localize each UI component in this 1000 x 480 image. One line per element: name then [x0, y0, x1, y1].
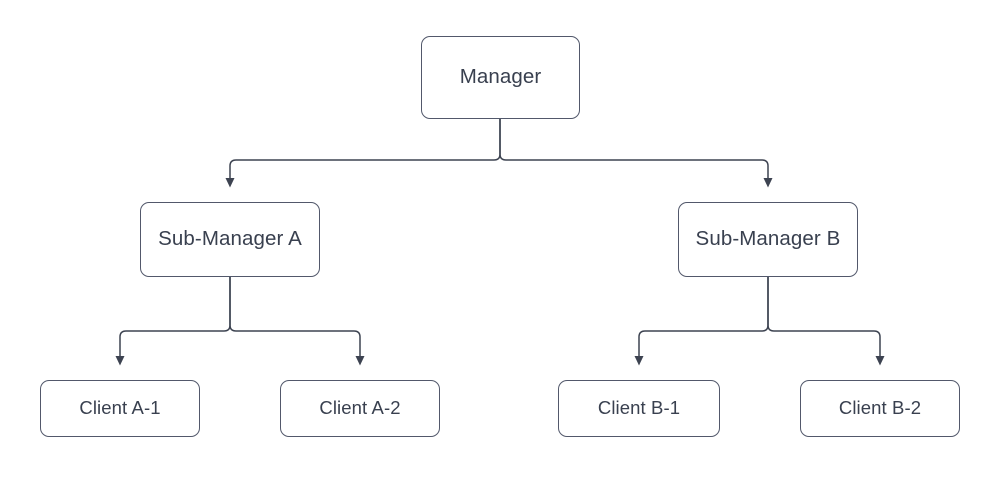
node-client-a2-label: Client A-2	[319, 397, 401, 419]
node-sub-manager-b[interactable]: Sub-Manager B	[678, 202, 858, 277]
node-manager[interactable]: Manager	[421, 36, 580, 119]
edge-manager-to-sub-a	[225, 119, 501, 188]
edge-sub-a-to-client-a1	[115, 277, 231, 366]
edge-sub-a-to-client-a2	[229, 277, 365, 366]
node-client-a1[interactable]: Client A-1	[40, 380, 200, 437]
node-client-a1-label: Client A-1	[79, 397, 161, 419]
node-sub-manager-a[interactable]: Sub-Manager A	[140, 202, 320, 277]
node-client-b2[interactable]: Client B-2	[800, 380, 960, 437]
node-sub-manager-b-label: Sub-Manager B	[695, 227, 841, 251]
node-client-b1[interactable]: Client B-1	[558, 380, 720, 437]
node-client-b1-label: Client B-1	[597, 397, 681, 419]
node-manager-label: Manager	[459, 65, 542, 89]
node-client-a2[interactable]: Client A-2	[280, 380, 440, 437]
edge-sub-b-to-client-b1	[634, 277, 769, 366]
node-sub-manager-a-label: Sub-Manager A	[158, 227, 302, 251]
node-client-b2-label: Client B-2	[838, 397, 922, 419]
edge-sub-b-to-client-b2	[767, 277, 885, 366]
edge-manager-to-sub-b	[499, 119, 773, 188]
